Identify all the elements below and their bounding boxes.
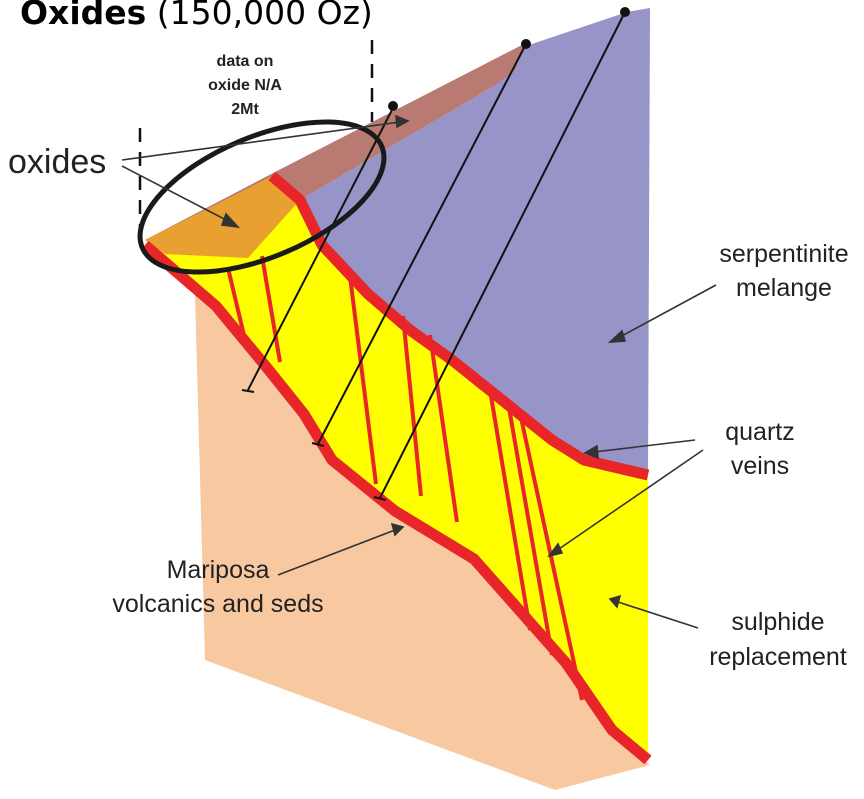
quartz-label-line2: veins xyxy=(731,452,789,480)
title-rest: (150,000 Oz) xyxy=(146,0,373,32)
oxides-label: oxides xyxy=(8,143,106,181)
serpentinite-label-line2: melange xyxy=(736,274,832,302)
page-title: Oxides (150,000 Oz) xyxy=(20,0,373,32)
title-bold: Oxides xyxy=(20,0,146,32)
sulphide-label-line2: replacement xyxy=(709,643,847,671)
data-note-line3: 2Mt xyxy=(231,101,259,118)
data-note-line1: data on xyxy=(217,53,274,70)
drill-collar xyxy=(620,7,630,17)
serpentinite-label-line1: serpentinite xyxy=(719,240,848,268)
quartz-label-line1: quartz xyxy=(725,418,794,446)
mariposa-label-line2: volcanics and seds xyxy=(112,590,323,618)
arrow-oxides-pod xyxy=(122,166,230,222)
drill-collar xyxy=(388,101,398,111)
drill-collar xyxy=(521,39,531,49)
data-note-line2: oxide N/A xyxy=(208,77,282,94)
mariposa-label-line1: Mariposa xyxy=(167,556,270,584)
sulphide-label-line1: sulphide xyxy=(731,608,824,636)
